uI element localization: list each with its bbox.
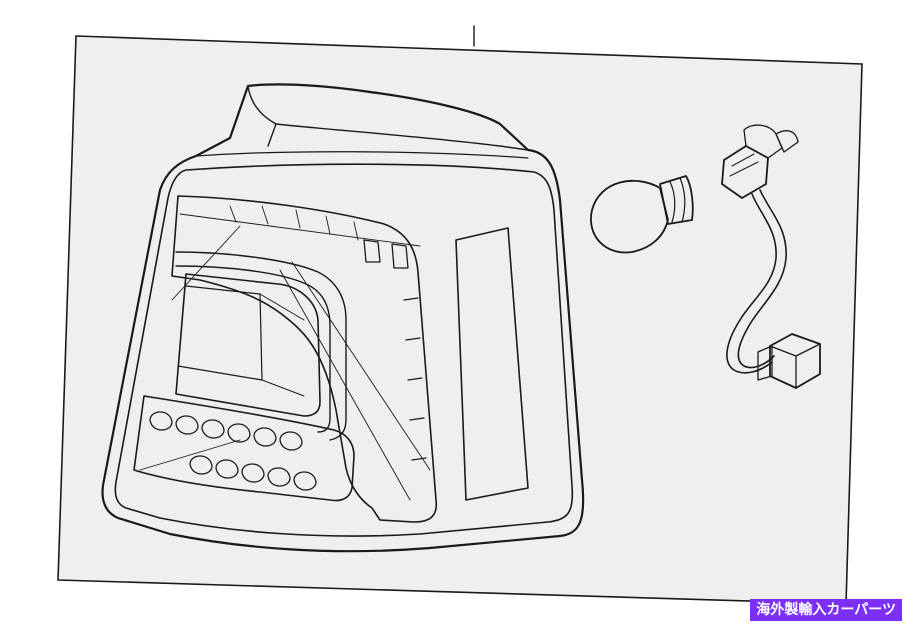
- led-bumps: [149, 411, 317, 491]
- lamp-center-inner: [177, 285, 263, 381]
- lamp-upper-edge: [195, 151, 529, 159]
- bulb-base: [659, 175, 694, 225]
- lower-connector-boot: [757, 345, 773, 381]
- harness-wire-a: [726, 193, 777, 374]
- inner-lens-frame: [171, 195, 438, 523]
- bulb-base-rings: [669, 177, 686, 223]
- tail-lamp-assembly: [101, 83, 585, 553]
- upper-right-bumps: [363, 239, 409, 269]
- watermark-badge: 海外製輸入カーパーツ: [750, 599, 902, 621]
- socket-harness: [721, 124, 821, 389]
- harness-wire-b: [737, 189, 787, 369]
- lens-crease-lines: [139, 205, 431, 501]
- light-guide-upper: [175, 251, 347, 441]
- upper-socket-tip: [775, 130, 799, 153]
- upper-socket-collar: [743, 124, 783, 159]
- diagram-panel: [57, 35, 863, 605]
- reflector-strip: [455, 227, 529, 501]
- bulb-glass: [590, 180, 669, 254]
- lamp-inner-rim: [114, 163, 574, 537]
- light-guide-inner: [175, 265, 331, 433]
- upper-socket-ribs: [729, 153, 759, 177]
- lamp-center-box: [175, 273, 321, 417]
- led-row-frame: [133, 395, 355, 502]
- right-rib-marks: [403, 297, 427, 461]
- bulb: [590, 175, 694, 254]
- lamp-center-bevels: [259, 293, 305, 397]
- lamp-housing-outline: [101, 83, 585, 553]
- lower-connector-edges: [769, 343, 821, 389]
- lamp-top-edge: [275, 123, 529, 151]
